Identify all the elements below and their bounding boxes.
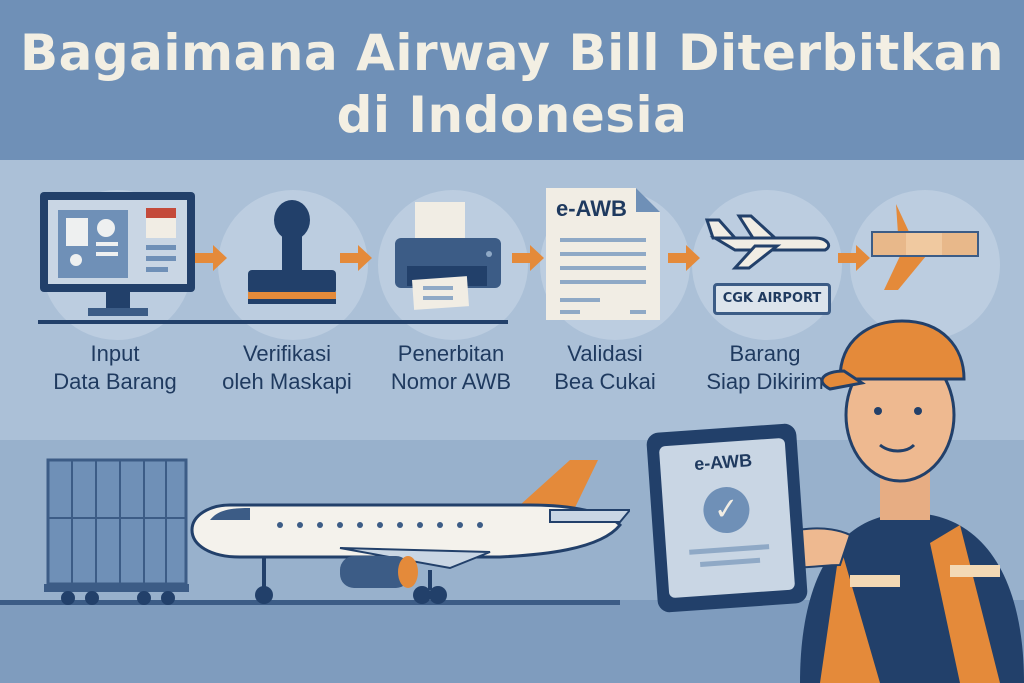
baseline [38, 320, 508, 324]
step-label-verifikasi: Verifikasi oleh Maskapi [202, 340, 372, 396]
cargo-plane-icon [871, 204, 979, 290]
arrow-icon [340, 245, 372, 271]
arrow-icon [668, 245, 700, 271]
step-label-line: Verifikasi [242, 341, 332, 366]
step-circle [692, 190, 842, 340]
worker-illustration [758, 319, 1024, 683]
tablet-e-awb-label: e-AWB [693, 450, 753, 475]
e-awb-document-label: e-AWB [556, 196, 627, 221]
airport-sign: CGK AIRPORT [713, 283, 831, 315]
step-label-line: Barang [729, 341, 801, 366]
title-banner [0, 0, 1024, 160]
check-icon: ✓ [701, 485, 751, 535]
computer-icon [40, 192, 195, 316]
tablet-screen: e-AWB ✓ [658, 437, 796, 599]
tablet-line [700, 557, 761, 567]
step-circle [850, 190, 1000, 340]
step-label-line: Data Barang [53, 369, 177, 394]
airplane-icon [705, 214, 831, 270]
step-label-line: Input [90, 341, 140, 366]
cargo-container-icon [44, 458, 189, 605]
tablet-line [689, 544, 770, 555]
arrow-icon [512, 245, 544, 271]
step-label-line: Siap Dikirim [706, 369, 824, 394]
arrow-icon [838, 245, 870, 271]
floor-line [0, 600, 620, 605]
step-label-line: oleh Maskapi [222, 369, 352, 394]
stamp-icon [248, 200, 336, 304]
airplane-illustration [190, 460, 630, 604]
step-label-line: Validasi [567, 341, 643, 366]
step-label-line: Bea Cukai [554, 369, 656, 394]
document-icon [546, 188, 660, 320]
step-label-line: Nomor AWB [390, 369, 512, 394]
page-title: Bagaimana Airway Bill Diterbitkan di Ind… [20, 24, 1004, 144]
tablet: e-AWB ✓ [645, 422, 809, 614]
step-label-line: Penerbitan [397, 341, 505, 366]
arrow-icon [195, 245, 227, 271]
printer-icon [395, 202, 501, 310]
